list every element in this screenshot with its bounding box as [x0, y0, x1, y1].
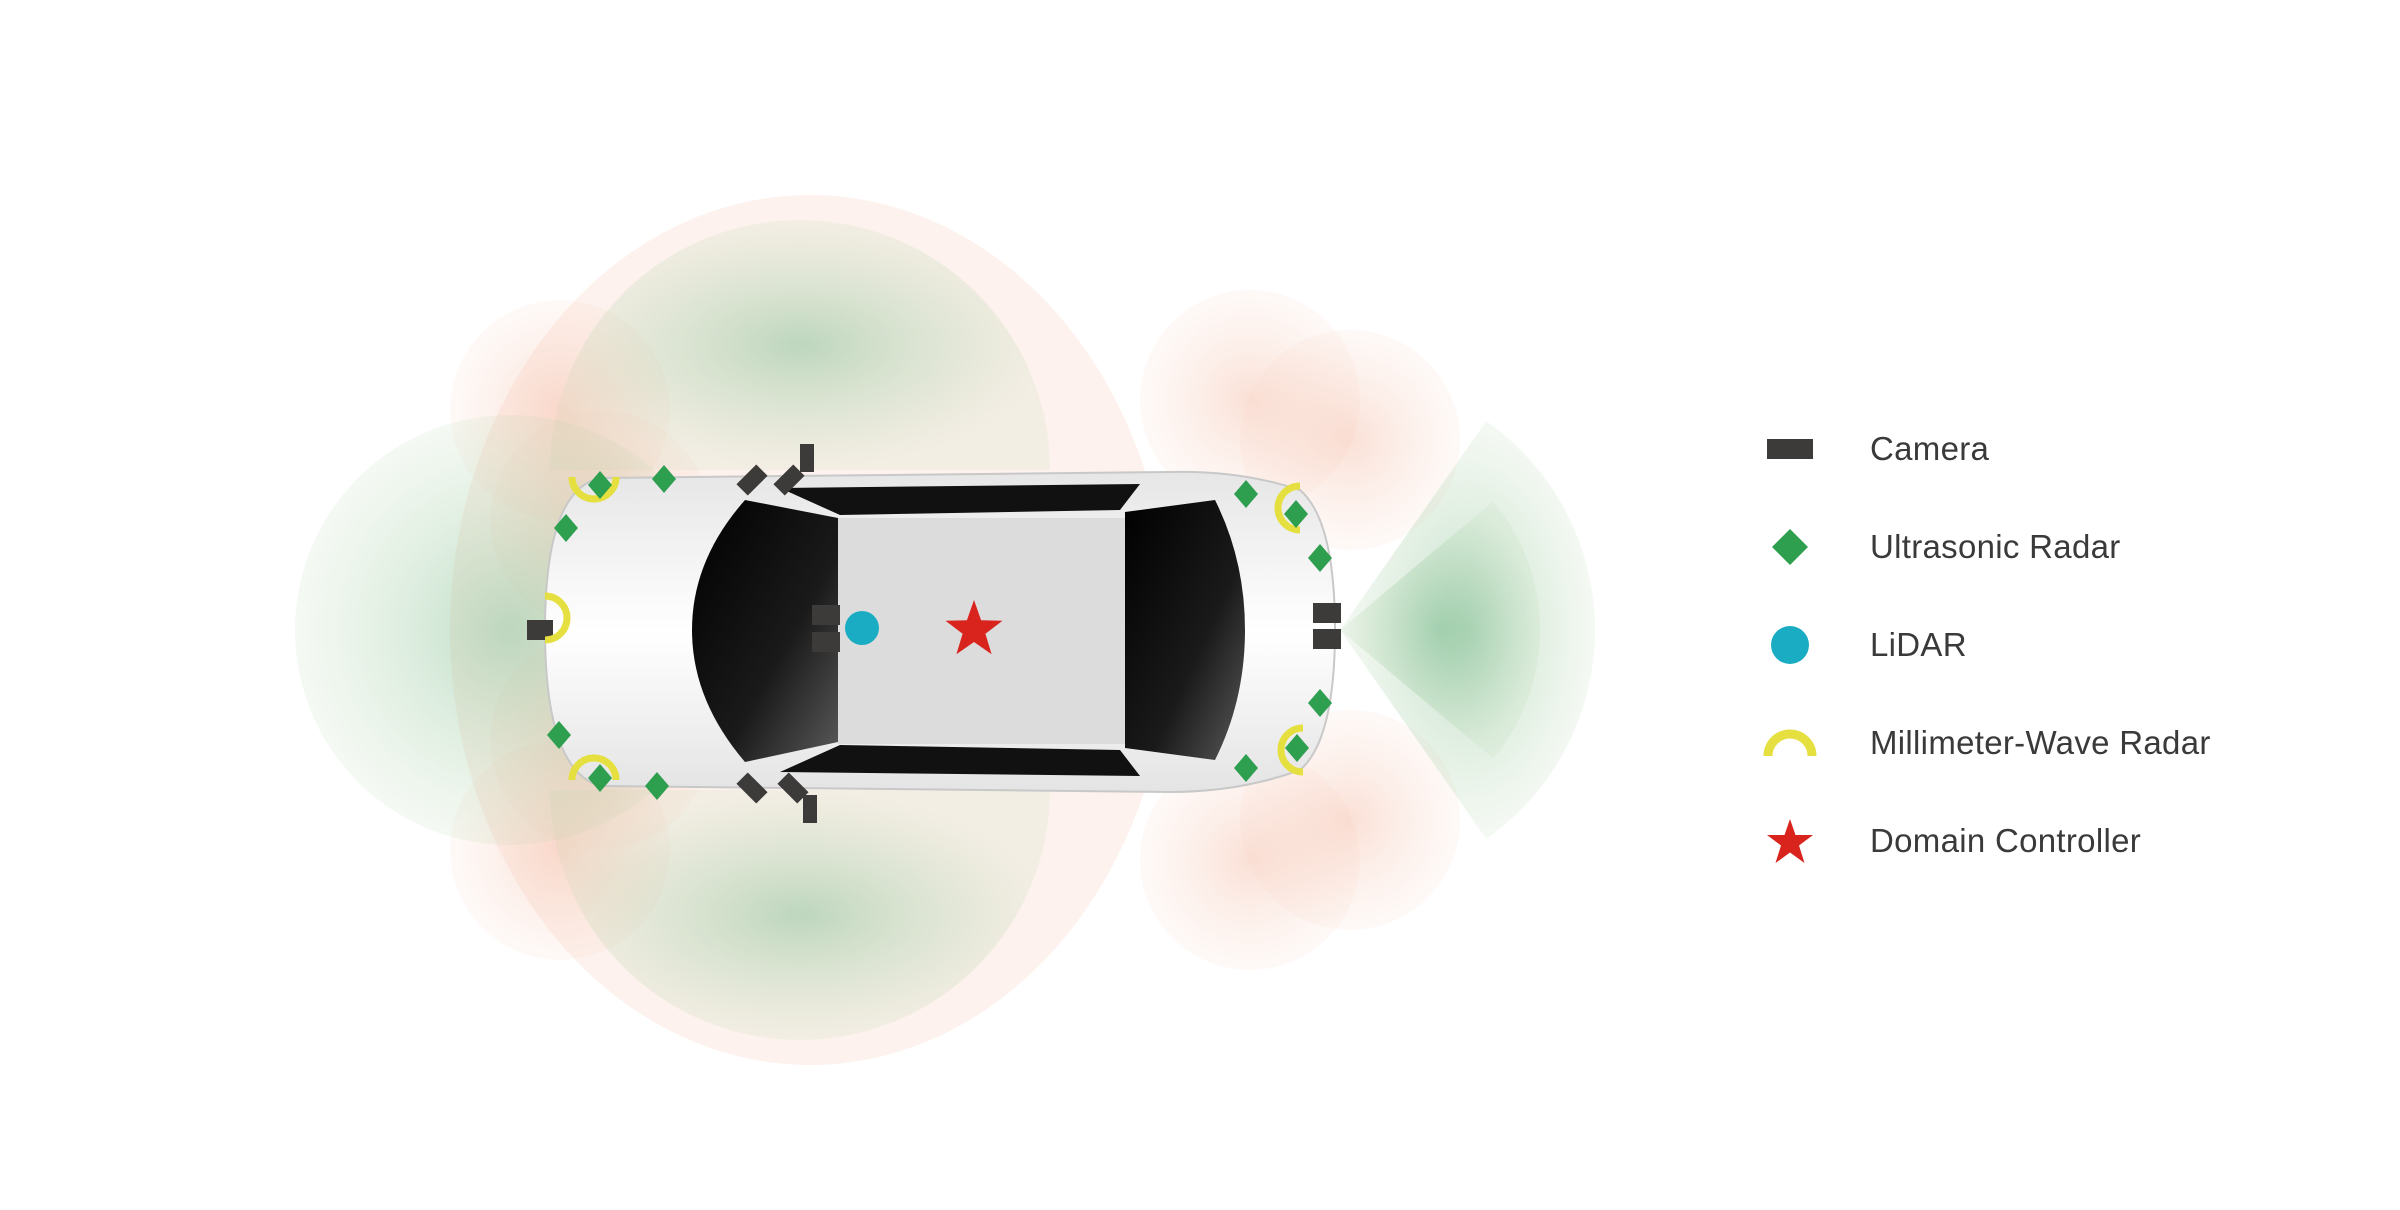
ultrasonic-radar — [1285, 734, 1309, 762]
legend-item-ultrasonic-radar: Ultrasonic Radar — [1760, 498, 2211, 596]
ultrasonic-radar — [652, 465, 676, 493]
legend-label: Millimeter-Wave Radar — [1870, 724, 2211, 761]
side-window-bottom — [780, 745, 1140, 776]
front-camera — [527, 620, 553, 640]
legend-item-camera: Camera — [1760, 400, 2211, 498]
arc-icon — [1760, 713, 1820, 773]
side-camera — [803, 795, 817, 823]
windshield — [692, 500, 838, 762]
side-window-top — [780, 484, 1140, 515]
legend-label: Camera — [1870, 430, 1990, 467]
side-camera-coverage-top — [550, 220, 1050, 470]
millimeter-wave-radar — [544, 592, 571, 644]
camera — [1313, 603, 1341, 623]
side-camera — [777, 772, 809, 804]
legend-label: Ultrasonic Radar — [1870, 528, 2121, 565]
rear-window — [1125, 500, 1245, 760]
sensors — [527, 444, 1341, 823]
ultrasonic-radar — [1284, 500, 1308, 528]
legend-item-domain-controller: Domain Controller — [1760, 792, 2211, 890]
ultrasonic-radar — [1308, 544, 1332, 572]
side-camera-coverage-bottom — [550, 790, 1050, 1040]
camera — [812, 632, 840, 652]
domain-controller — [945, 600, 1003, 655]
side-camera — [736, 464, 768, 496]
rear-camera-coverage-inner — [1340, 501, 1540, 759]
legend: Camera Ultrasonic Radar LiDAR Millimeter… — [1760, 400, 2211, 890]
ultrasonic-radar — [645, 772, 669, 800]
ultrasonic-radar — [1308, 689, 1332, 717]
legend-label: LiDAR — [1870, 626, 1967, 663]
millimeter-wave-radar — [568, 754, 620, 781]
ultrasonic-radar — [588, 471, 612, 499]
side-camera — [773, 464, 805, 496]
ultrasonic-radar — [547, 721, 571, 749]
circle-icon — [1760, 615, 1820, 675]
legend-item-millimeter-wave-radar: Millimeter-Wave Radar — [1760, 694, 2211, 792]
ultrasonic-radar — [554, 514, 578, 542]
lidar — [845, 611, 879, 645]
side-camera — [736, 772, 768, 804]
car-top-view — [543, 470, 1337, 794]
ultrasonic-radar — [588, 764, 612, 792]
millimeter-wave-radar — [568, 476, 620, 503]
legend-label: Domain Controller — [1870, 822, 2142, 859]
millimeter-wave-radar — [1274, 482, 1301, 534]
star-icon — [1760, 811, 1820, 871]
ultrasonic-radar — [1234, 754, 1258, 782]
camera — [1313, 629, 1341, 649]
camera-icon — [1760, 419, 1820, 479]
camera — [812, 605, 840, 625]
ultrasonic-radar — [1234, 480, 1258, 508]
diamond-icon — [1760, 517, 1820, 577]
millimeter-wave-radar — [1277, 724, 1304, 776]
side-camera — [800, 444, 814, 472]
legend-item-lidar: LiDAR — [1760, 596, 2211, 694]
